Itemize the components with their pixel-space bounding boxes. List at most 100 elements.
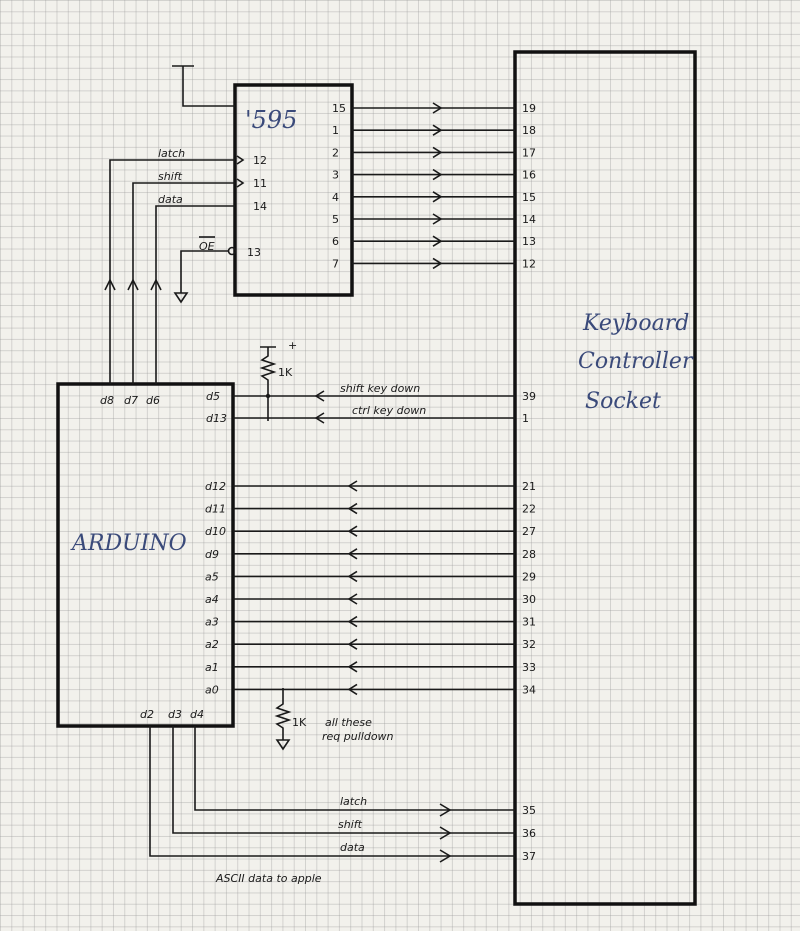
arduino-pin-a5: a5 (205, 570, 219, 583)
oe-ground-icon (173, 292, 189, 304)
socket-pin-29: 29 (522, 570, 536, 583)
socket-pin-35: 35 (522, 804, 536, 817)
socket-pin-36: 36 (522, 827, 536, 840)
chip-input-label-data: data (158, 193, 183, 206)
key-line-label-1: ctrl key down (352, 404, 426, 417)
chip-output-pin-6: 6 (332, 235, 339, 248)
socket-pin-17: 17 (522, 146, 536, 159)
pulldown-resistor-label: 1K (292, 716, 307, 729)
arduino-pin-a4: a4 (205, 593, 219, 606)
arduino-top-pin-d8: d8 (100, 394, 114, 407)
left-arrow-icon (347, 661, 358, 673)
pulldown-note-line1: all these (325, 716, 372, 729)
output-line-wire-data (149, 726, 515, 857)
output-line-label-shift: shift (338, 818, 363, 831)
chip-input-pin-11: 11 (253, 177, 267, 190)
left-arrow-icon (347, 615, 358, 628)
clock-triangle-icon (236, 155, 245, 165)
arduino-top-pin-d7: d7 (124, 394, 138, 407)
socket-pin-30: 30 (522, 593, 536, 606)
output-line-wire-latch (194, 726, 515, 811)
arduino-pin-d12: d12 (205, 480, 226, 493)
pulldown-resistor (274, 688, 292, 740)
pullup-supply-label: + (288, 339, 297, 352)
arduino-pin-d10: d10 (205, 525, 226, 538)
left-arrow-icon (347, 570, 358, 583)
socket-pin-27: 27 (522, 525, 536, 538)
socket-pin-22: 22 (522, 503, 536, 516)
arduino-pin-a0: a0 (205, 683, 219, 696)
socket-pin-14: 14 (522, 213, 536, 226)
left-arrow-icon (347, 525, 358, 537)
arduino-pin-a2: a2 (205, 638, 219, 651)
socket-pin-39: 39 (522, 390, 536, 403)
arduino-pin-d13: d13 (206, 412, 227, 425)
arduino-pin-d9: d9 (205, 548, 219, 561)
right-arrow-icon (432, 235, 443, 247)
left-arrow-icon (347, 683, 358, 696)
left-arrow-icon (347, 480, 358, 492)
socket-pin-28: 28 (522, 548, 536, 561)
arduino-pin-d11: d11 (205, 503, 226, 516)
socket-pin-1: 1 (522, 412, 529, 425)
right-arrow-icon (432, 213, 443, 225)
arduino-pin-a1: a1 (205, 661, 219, 674)
socket-label-line2: Controller (578, 349, 694, 374)
socket-pin-15: 15 (522, 191, 536, 204)
pulldown-ground-icon (275, 739, 291, 751)
right-arrow-icon (439, 849, 452, 863)
left-arrow-icon (347, 593, 358, 605)
oe-label: OE (199, 240, 215, 253)
junction-dot (265, 393, 271, 399)
chip-output-pin-5: 5 (332, 213, 339, 226)
arduino-bottom-pin-d3: d3 (168, 708, 182, 721)
left-arrow-icon (347, 502, 358, 515)
oe-wire (180, 250, 229, 293)
arduino-pin-a3: a3 (205, 616, 219, 629)
socket-pin-33: 33 (522, 661, 536, 674)
oe-pin: 13 (247, 246, 261, 259)
chip-input-pin-12: 12 (253, 154, 267, 167)
arduino-box (56, 382, 235, 728)
socket-pin-31: 31 (522, 616, 536, 629)
right-arrow-icon (432, 257, 443, 270)
chip-output-pin-4: 4 (332, 191, 339, 204)
socket-pin-16: 16 (522, 169, 536, 182)
socket-label-line1: Keyboard (582, 311, 689, 336)
socket-label-line3: Socket (585, 389, 661, 414)
socket-pin-12: 12 (522, 257, 536, 270)
right-arrow-icon (432, 146, 443, 159)
arduino-bottom-pin-d2: d2 (140, 708, 154, 721)
chip-595-box (233, 83, 354, 297)
chip-input-label-shift: shift (158, 170, 183, 183)
chip-output-pin-15: 15 (332, 102, 346, 115)
socket-pin-37: 37 (522, 850, 536, 863)
left-arrow-icon (347, 638, 358, 650)
footer-note: ASCII data to apple (215, 872, 322, 885)
chip-supply-wire (172, 65, 235, 107)
right-arrow-icon (439, 803, 452, 817)
right-arrow-icon (432, 191, 443, 203)
chip-input-label-latch: latch (158, 147, 185, 160)
chip-595-label: '595 (245, 106, 297, 134)
socket-pin-19: 19 (522, 102, 536, 115)
left-arrow-icon (314, 412, 325, 424)
right-arrow-icon (432, 124, 443, 136)
arduino-label: ARDUINO (70, 531, 187, 556)
up-arrow-icon (127, 278, 139, 291)
clock-triangle-icon (236, 178, 245, 188)
chip-input-wire-shift (132, 182, 235, 384)
chip-output-pin-1: 1 (332, 124, 339, 137)
output-line-label-data: data (340, 841, 365, 854)
chip-input-wire-data (155, 205, 235, 384)
chip-output-pin-7: 7 (332, 257, 339, 270)
chip-input-wire-latch (109, 159, 235, 384)
chip-output-pin-3: 3 (332, 169, 339, 182)
right-arrow-icon (432, 168, 443, 181)
pullup-resistor (259, 346, 277, 421)
output-line-wire-shift (172, 726, 515, 834)
